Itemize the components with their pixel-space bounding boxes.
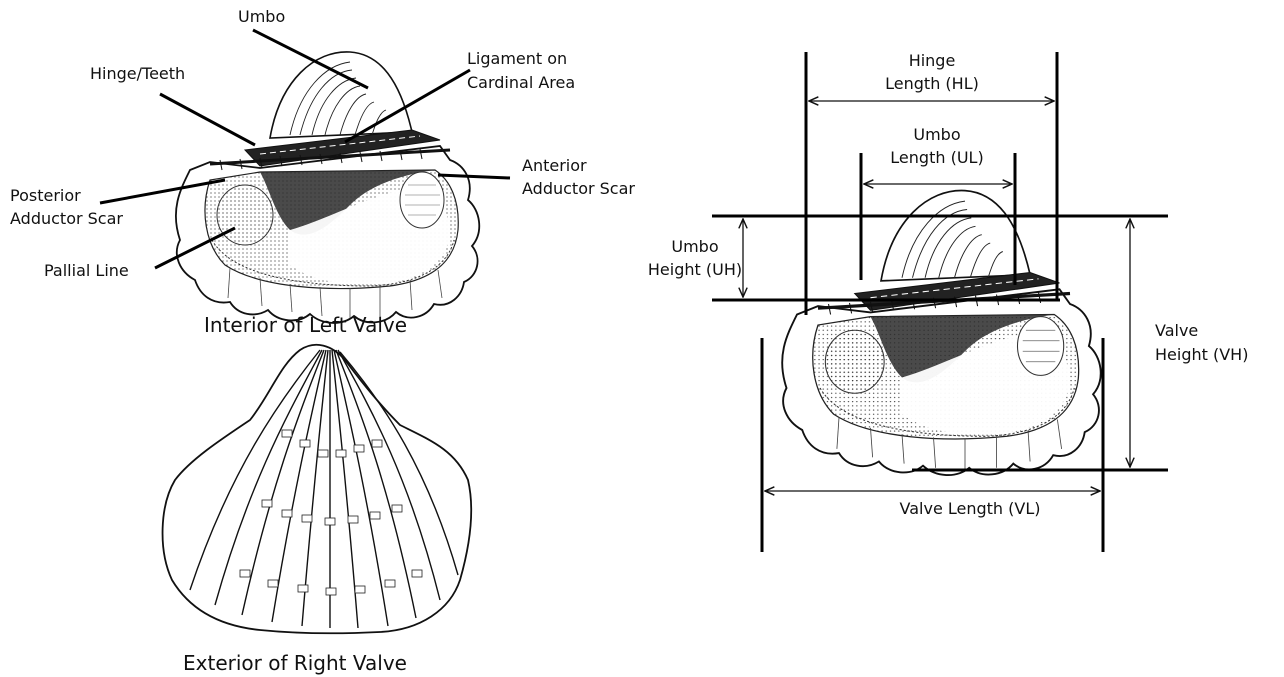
caption-interior: Interior of Left Valve [204, 313, 407, 337]
label-posterior-line2: Adductor Scar [10, 209, 123, 228]
label-umbo-length-line2: Length (UL) [890, 148, 983, 167]
hinge-leader [160, 94, 255, 145]
label-valve-height-line2: Height (VH) [1155, 345, 1248, 364]
label-anterior-line2: Adductor Scar [522, 179, 635, 198]
label-ligament-line1: Ligament on [467, 49, 567, 68]
label-umbo: Umbo [238, 7, 285, 26]
caption-exterior: Exterior of Right Valve [183, 651, 407, 675]
label-hinge-teeth: Hinge/Teeth [90, 64, 185, 83]
label-valve-length: Valve Length (VL) [900, 499, 1041, 518]
label-pallial-line: Pallial Line [44, 261, 129, 280]
label-valve-height-line1: Valve [1155, 321, 1198, 340]
measured-valve-illustration [782, 191, 1101, 476]
label-hinge-line2: Length (HL) [885, 74, 979, 93]
label-umbo-height-line2: Height (UH) [648, 260, 742, 279]
exterior-valve-illustration [163, 345, 472, 634]
label-umbo-length-line1: Umbo [913, 125, 960, 144]
label-hinge-line1: Hinge [909, 51, 956, 70]
label-anterior-line1: Anterior [522, 156, 587, 175]
label-posterior-line1: Posterior [10, 186, 81, 205]
label-ligament-line2: Cardinal Area [467, 73, 575, 92]
label-umbo-height-line1: Umbo [671, 237, 718, 256]
